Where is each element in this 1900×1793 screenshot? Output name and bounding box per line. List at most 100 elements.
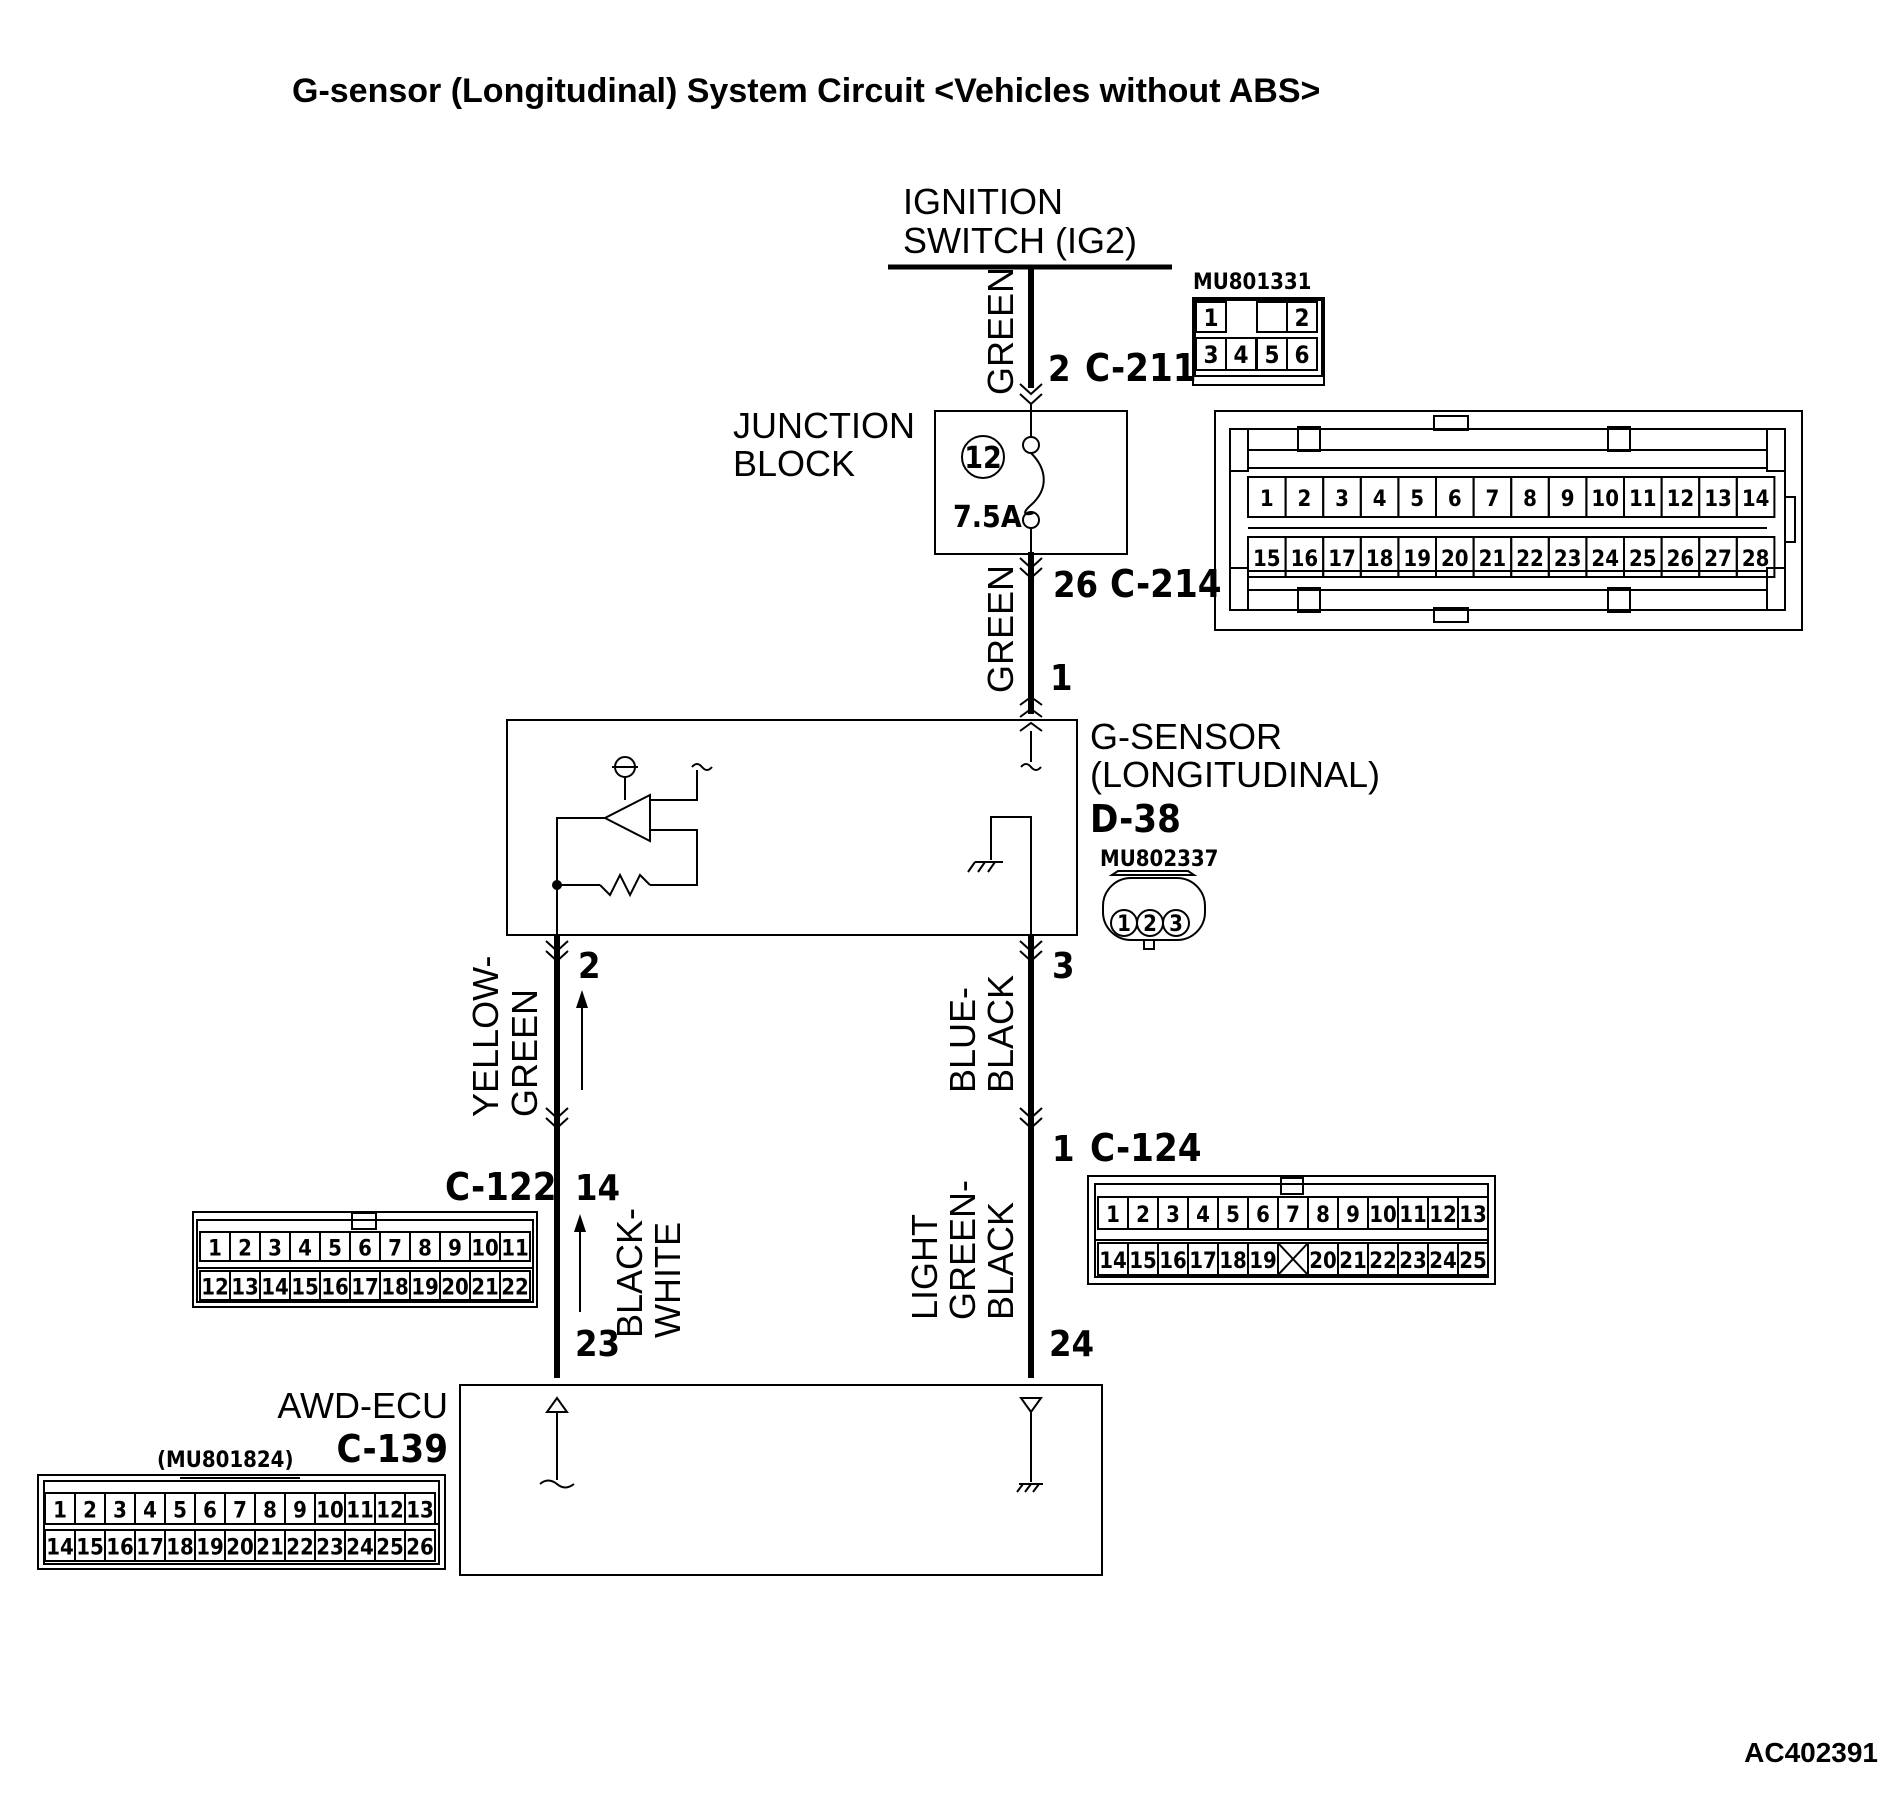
ecu-ground-icon	[1016, 1483, 1043, 1493]
signal-arrow-lower	[574, 1214, 586, 1312]
c139-pin-label: 16	[106, 1536, 134, 1561]
d38-pin-2: 2	[1143, 912, 1157, 937]
c214-pin-cell	[1735, 536, 1776, 578]
connector-c122-label: C-122	[445, 1165, 557, 1209]
c124-pin-label: 3	[1166, 1203, 1180, 1228]
c122-pin-label: 17	[351, 1276, 379, 1301]
pin-c211-number: 2	[1048, 349, 1071, 390]
wire-label-green-middle: GREEN	[980, 565, 1021, 693]
c124-pin-label: 2	[1136, 1203, 1150, 1228]
c139-pin-label: 23	[316, 1536, 344, 1561]
connector-c211-icon: MU801331 1 2 3 4 5 6	[1192, 270, 1325, 386]
c139-pin-label: 18	[166, 1536, 194, 1561]
c122-pin-label: 4	[298, 1237, 312, 1262]
c139-pin-label: 1	[53, 1499, 67, 1524]
wire-label-light-line1: LIGHT	[904, 1214, 945, 1320]
c211-cell-1: 1	[1203, 304, 1218, 332]
pin-c214-number: 26	[1053, 565, 1098, 606]
c214-pin-label: 17	[1328, 547, 1356, 572]
c139-pin-label: 26	[406, 1536, 434, 1561]
c122-pin-label: 3	[268, 1237, 282, 1262]
c139-pin-label: 2	[83, 1499, 97, 1524]
wire-label-black-line2: WHITE	[647, 1222, 688, 1338]
c139-pin-label: 21	[256, 1536, 284, 1561]
c139-pin-label: 12	[376, 1499, 404, 1524]
c214-pin-label: 19	[1403, 547, 1431, 572]
c214-pin-label: 11	[1629, 487, 1657, 512]
c139-pin-label: 3	[113, 1499, 127, 1524]
wire-label-yellow-line2: GREEN	[504, 989, 545, 1117]
c211-cell-2: 2	[1294, 304, 1309, 332]
c214-pin-label: 8	[1523, 487, 1537, 512]
c124-pin-label: 17	[1189, 1249, 1217, 1274]
c139-pin-label: 24	[346, 1536, 374, 1561]
connector-c211-label: C-211	[1085, 346, 1197, 390]
c139-pin-label: 11	[346, 1499, 374, 1524]
connector-chevrons-right-mid	[1019, 1107, 1043, 1130]
c139-pin-label: 15	[76, 1536, 104, 1561]
c214-pin-label: 13	[1704, 487, 1732, 512]
c139-pin-label: 6	[203, 1499, 217, 1524]
amp-feedback-line	[650, 829, 698, 886]
c139-pin-label: 13	[406, 1499, 434, 1524]
c122-pin-label: 6	[358, 1237, 372, 1262]
wire-label-light-line3: BLACK	[980, 1202, 1021, 1320]
c214-pin-label: 28	[1742, 547, 1770, 572]
connector-c214-label: C-214	[1110, 562, 1222, 606]
c124-pin-label: 19	[1249, 1249, 1277, 1274]
connector-chevrons-left-mid	[545, 1107, 569, 1130]
c124-pin-cell	[1457, 1242, 1489, 1276]
fuse-element-icon	[1024, 452, 1045, 516]
ignition-label-line2: SWITCH (IG2)	[903, 220, 1137, 261]
diagram-title: G-sensor (Longitudinal) System Circuit <…	[292, 72, 1320, 110]
c214-pin-label: 4	[1373, 487, 1387, 512]
c122-pin-cell	[499, 1270, 531, 1301]
c214-pin-label: 6	[1448, 487, 1462, 512]
fuse-number-circle	[961, 435, 1005, 479]
c214-pin-label: 12	[1667, 487, 1695, 512]
c139-pin-cell	[404, 1492, 436, 1525]
c124-pin-label: 10	[1369, 1203, 1397, 1228]
c139-pin-label: 19	[196, 1536, 224, 1561]
fuse-rating: 7.5A	[953, 500, 1022, 535]
c214-pin-label: 26	[1667, 547, 1695, 572]
c139-pin-label: 17	[136, 1536, 164, 1561]
c122-pin-label: 10	[471, 1237, 499, 1262]
c139-pin-label: 22	[286, 1536, 314, 1561]
c214-pin-label: 27	[1704, 547, 1732, 572]
c214-pin-label: 18	[1366, 547, 1394, 572]
wire-label-yellow-line1: YELLOW-	[465, 956, 506, 1117]
c124-pin-label: 16	[1159, 1249, 1187, 1274]
c124-pin-label: 20	[1309, 1249, 1337, 1274]
c124-pin-label: 14	[1099, 1249, 1127, 1274]
ecu-name: AWD-ECU	[277, 1385, 448, 1426]
g-sensor: G-SENSOR (LONGITUDINAL) D-38 MU802337	[506, 716, 1380, 936]
c139-pin-label: 20	[226, 1536, 254, 1561]
junction-block: JUNCTION BLOCK 12 7.5A	[733, 404, 1128, 555]
c122-pin-label: 18	[381, 1276, 409, 1301]
c122-pin-label: 14	[261, 1276, 289, 1301]
c211-part-number: MU801331	[1193, 270, 1311, 295]
pin-c122-number: 14	[575, 1168, 620, 1209]
d38-pin-1: 1	[1117, 912, 1131, 937]
c124-pin-cell	[1457, 1196, 1489, 1230]
c122-pin-label: 22	[501, 1276, 529, 1301]
c214-pin-label: 14	[1742, 487, 1770, 512]
c214-pin-label: 7	[1486, 487, 1500, 512]
c124-pin-label: 1	[1106, 1203, 1120, 1228]
amplifier-icon	[602, 793, 651, 843]
c122-pin-label: 20	[441, 1276, 469, 1301]
connector-d38-icon: 1 2 3	[1102, 870, 1206, 950]
c122-pin-label: 19	[411, 1276, 439, 1301]
c122-pin-label: 9	[448, 1237, 462, 1262]
c124-pin-label: 7	[1286, 1203, 1300, 1228]
ecu-part-number: (MU801824)	[157, 1448, 294, 1473]
pin-sensor-1: 1	[1050, 658, 1073, 699]
c124-pin-label: 9	[1346, 1203, 1360, 1228]
c124-pin-label: 4	[1196, 1203, 1210, 1228]
c122-pin-label: 13	[231, 1276, 259, 1301]
